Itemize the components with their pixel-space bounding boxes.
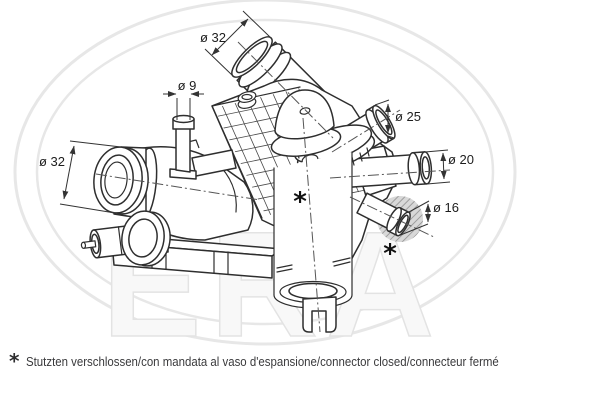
dim-label-top-port: ø 32 [200,30,226,45]
dim-label-bleed-screw: ø 9 [178,78,197,93]
temperature-sensor [80,210,171,267]
body-asterisk-marker: * [293,187,307,217]
lower-cylinder [273,151,353,333]
dimension-closed-port: ø 16 [397,200,459,237]
footnote: * Stutzten verschlossen/con mandata al v… [9,351,564,372]
dimension-right-port: ø 20 [424,149,474,185]
right-port [336,145,433,197]
dim-label-right-port: ø 20 [448,152,474,167]
closed-port-asterisk-marker: * [383,239,397,269]
footnote-text: Stutzten verschlossen/con mandata al vas… [26,354,500,369]
dim-label-left-port: ø 32 [39,154,65,169]
dimension-left-port: ø 32 [39,140,122,214]
dimension-bleed-screw: ø 9 [163,78,204,120]
dim-label-closed-port: ø 16 [433,200,459,215]
bleed-screw [169,114,237,180]
dim-label-upper-right-port: ø 25 [395,109,421,124]
footnote-asterisk: * [9,349,20,373]
dimension-top-port: ø 32 [200,10,272,77]
dimension-upper-right-port: ø 25 [374,99,421,139]
closed-port-stub [356,192,411,237]
